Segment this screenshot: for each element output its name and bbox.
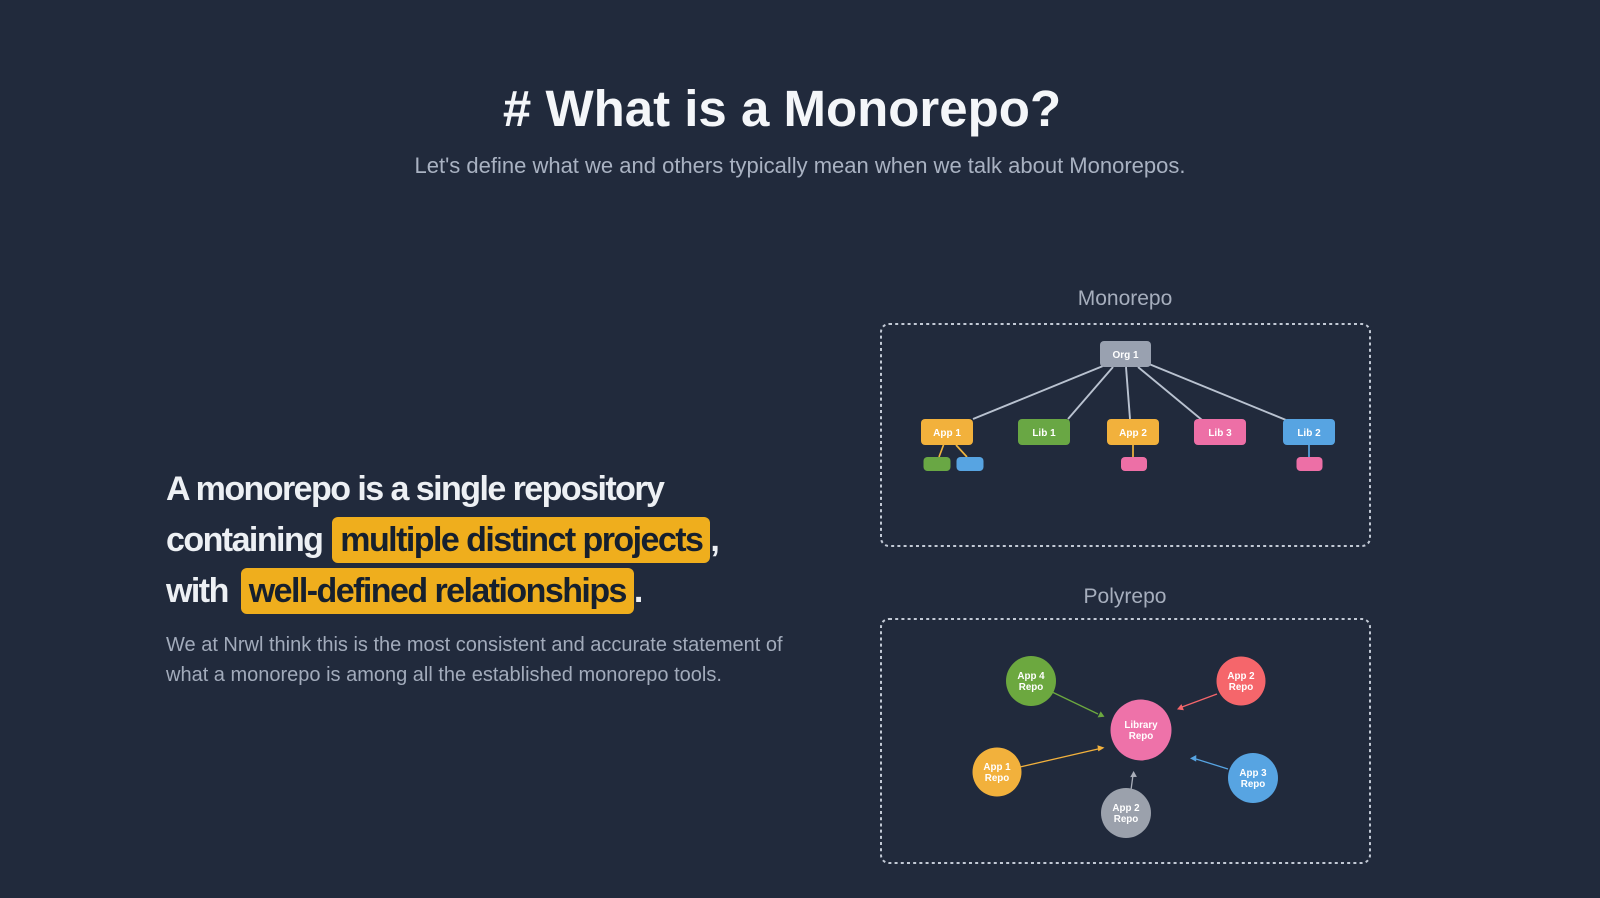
svg-text:Repo: Repo [1019,682,1044,693]
svg-text:Lib 1: Lib 1 [1032,428,1056,439]
svg-text:App 2: App 2 [1227,671,1255,682]
svg-text:Repo: Repo [1241,779,1266,790]
svg-text:App 2: App 2 [1112,803,1140,814]
svg-text:Lib 2: Lib 2 [1297,428,1321,439]
svg-text:Library: Library [1124,720,1158,731]
svg-text:App 4: App 4 [1017,671,1045,682]
svg-text:Repo: Repo [1129,731,1154,742]
svg-text:Repo: Repo [1114,814,1139,825]
svg-text:App 1: App 1 [983,762,1011,773]
svg-text:Org 1: Org 1 [1112,350,1139,361]
svg-text:Repo: Repo [985,773,1010,784]
svg-text:App 1: App 1 [933,428,961,439]
svg-text:App 3: App 3 [1239,768,1267,779]
svg-text:Lib 3: Lib 3 [1208,428,1232,439]
svg-text:Repo: Repo [1229,682,1254,693]
svg-text:App 2: App 2 [1119,428,1147,439]
